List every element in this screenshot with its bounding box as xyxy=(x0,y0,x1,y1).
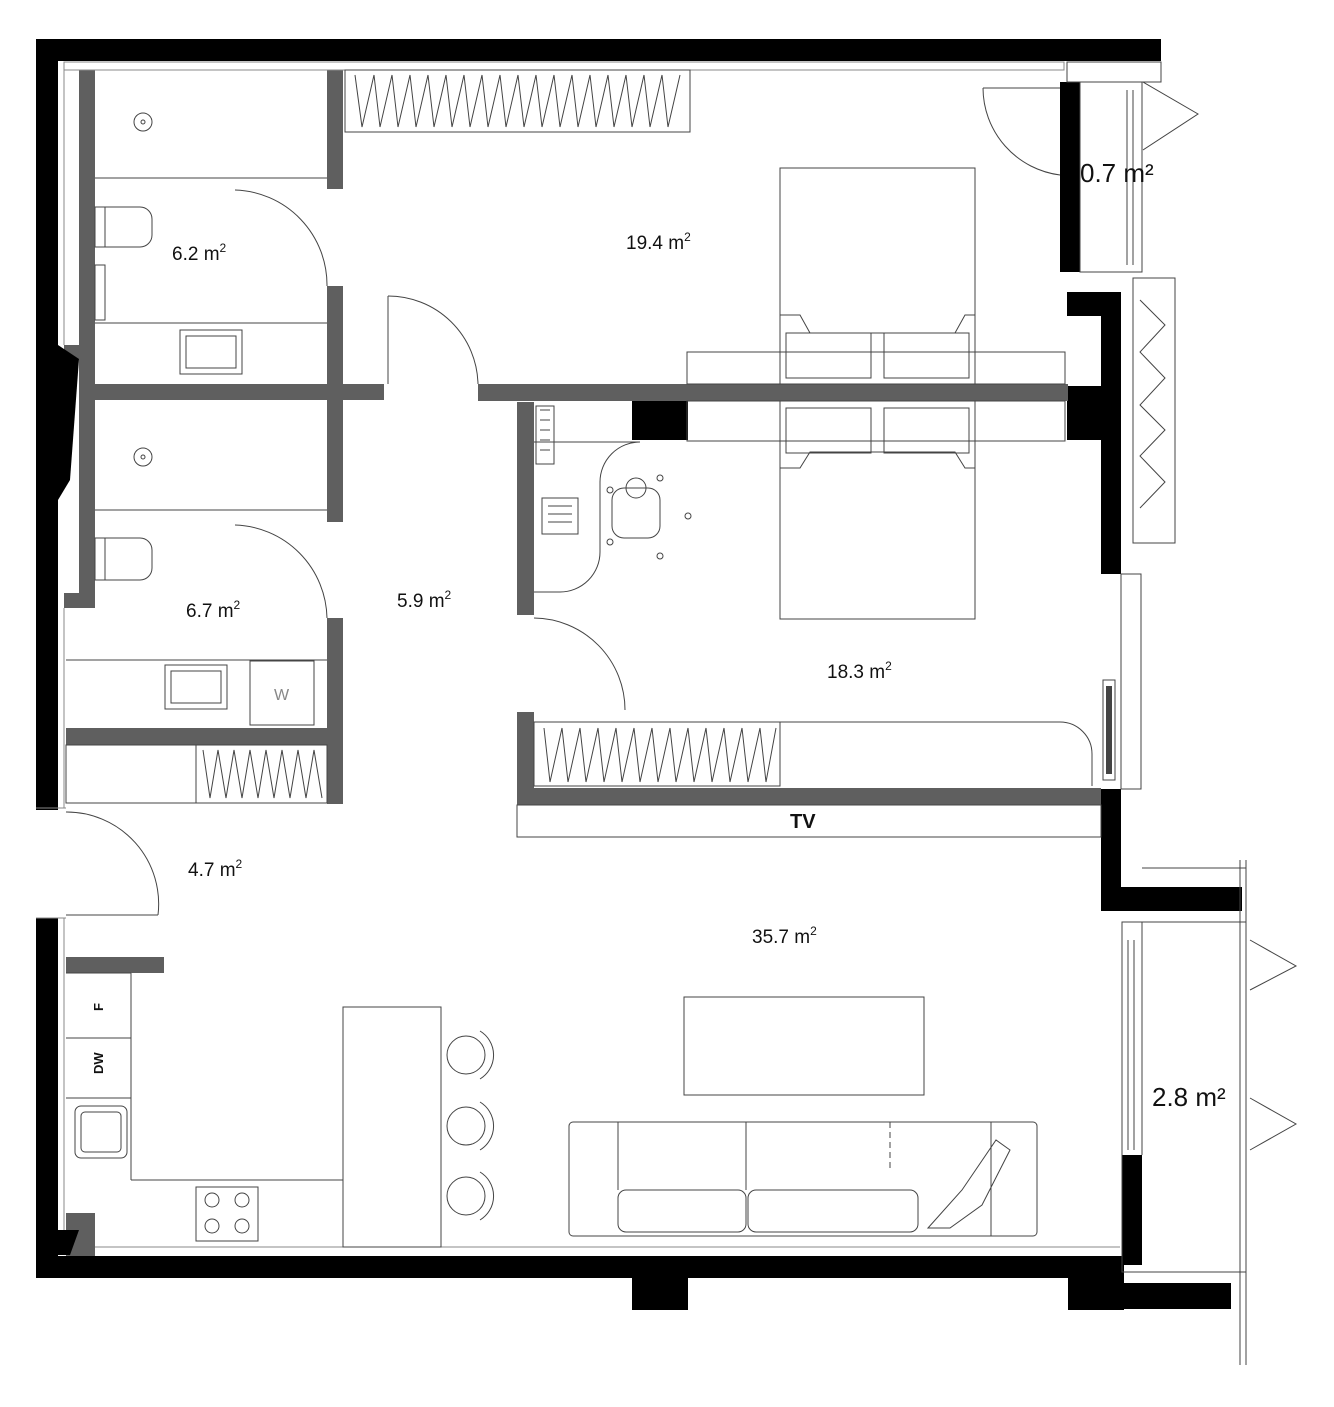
wall-outlines xyxy=(36,61,1120,1255)
area-bathroom-1: 6.2 m2 xyxy=(172,241,227,265)
bathroom-1-fixtures xyxy=(94,112,328,375)
hall-closet xyxy=(65,744,328,804)
fridge-label: F xyxy=(91,1003,106,1011)
living-furniture xyxy=(568,996,1038,1237)
area-labels: 6.2 m2 19.4 m2 0.7 m² 6.7 m2 5.9 m2 18.3… xyxy=(172,158,1226,1112)
area-storage: 0.7 m² xyxy=(1080,158,1154,188)
dishwasher-label: DW xyxy=(91,1052,106,1074)
area-bedroom-1: 19.4 m2 xyxy=(626,230,691,254)
tv-bench xyxy=(516,804,1102,838)
kitchen-furniture xyxy=(66,972,495,1248)
balcony xyxy=(1121,860,1298,1365)
washer-label: W xyxy=(274,687,290,704)
interior-walls xyxy=(64,70,1101,1256)
bedroom-1-furniture xyxy=(344,69,1066,385)
exterior-walls xyxy=(36,39,1242,1310)
area-bathroom-2: 6.7 m2 xyxy=(186,598,241,622)
tv-label: TV xyxy=(790,811,816,833)
right-window-band xyxy=(1102,277,1176,790)
area-living-kitchen: 35.7 m2 xyxy=(752,924,817,948)
area-hallway: 5.9 m2 xyxy=(397,588,452,612)
storage-closet xyxy=(982,61,1199,273)
entrance-door xyxy=(65,811,160,916)
bedroom-2-furniture xyxy=(533,400,1093,787)
area-balcony: 2.8 m² xyxy=(1152,1082,1226,1112)
area-entrance: 4.7 m2 xyxy=(188,857,243,881)
area-bedroom-2: 18.3 m2 xyxy=(827,659,892,683)
bathroom-2-fixtures xyxy=(66,447,328,726)
